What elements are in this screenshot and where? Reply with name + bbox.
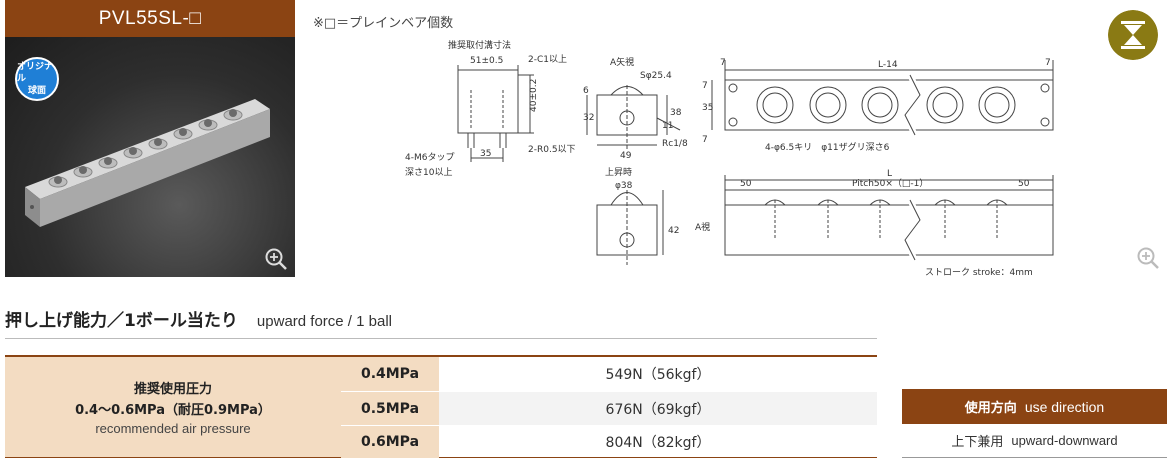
direction-value-ja: 上下兼用 [951, 435, 1004, 450]
label-dim32: 32 [583, 113, 594, 123]
label-dim11: 11 [662, 121, 673, 131]
label-view-a: A矢視 [610, 56, 634, 68]
pressure-value: 0.5MPa [341, 392, 439, 425]
label-mount-title: 推奨取付溝寸法 [448, 39, 511, 51]
label-pitch35: 35 [480, 149, 491, 159]
product-title: PVL55SL-□ [5, 0, 295, 37]
force-heading: 押し上げ能力／1ボール当たり upward force / 1 ball [5, 306, 877, 339]
label-dim38: 38 [670, 108, 682, 118]
dimension-drawing[interactable]: 推奨取付溝寸法 51±0.5 2-C1以上 40±0.2 4-M6タップ 深さ1… [400, 30, 1140, 285]
label-pitch: Pitch50×（□-1） [852, 178, 928, 189]
use-direction-value: 上下兼用 upward-downward [902, 424, 1167, 458]
force-value: 549N（56kgf） [605, 367, 711, 383]
label-dim6: 6 [583, 86, 589, 96]
note-text: ※□＝プレインベア個数 [313, 16, 454, 31]
zoom-in-icon[interactable] [1135, 245, 1161, 271]
label-rc: Rc1/8 [662, 139, 688, 149]
label-dim49: 49 [620, 151, 632, 161]
label-mount-width: 51±0.5 [470, 56, 503, 66]
label-tap-depth: 深さ10以上 [405, 167, 452, 178]
label-dim42: 42 [668, 226, 679, 236]
label-dim35: 35 [702, 103, 713, 113]
pressure-value: 0.4MPa [341, 357, 439, 391]
label-dim7b: 7 [1045, 58, 1051, 68]
direction-value-en: upward-downward [1011, 433, 1118, 448]
label-radius: 2-R0.5以下 [528, 145, 576, 155]
label-stroke: ストローク stroke：4mm [925, 267, 1033, 278]
badge-line2: 球面 [27, 86, 46, 96]
force-heading-en: upward force / 1 ball [256, 313, 392, 330]
label-l14: L-14 [878, 60, 898, 70]
product-image [25, 99, 270, 227]
use-direction-en: use direction [1024, 398, 1105, 415]
force-table: 推奨使用圧力 0.4〜0.6MPa（耐圧0.9MPa） recommended … [5, 355, 877, 458]
use-direction-ja: 使用方向 [964, 401, 1017, 416]
up-down-usage-icon [1108, 10, 1158, 60]
label-depth: 40±0.2 [529, 79, 539, 112]
product-photo[interactable]: オリジナル 球面 [5, 37, 295, 277]
force-heading-ja: 押し上げ能力／1ボール当たり [5, 311, 238, 331]
table-row: 0.4MPa 549N（56kgf） [341, 357, 877, 391]
label-l: L [887, 169, 892, 179]
pressure-range: 0.4〜0.6MPa（耐圧0.9MPa） [75, 403, 271, 418]
rail-illustration [25, 99, 270, 227]
pressure-label-ja: 推奨使用圧力 [133, 382, 212, 397]
label-tap: 4-M6タップ [405, 152, 454, 163]
label-chamfer: 2-C1以上 [528, 54, 567, 65]
table-row: 0.5MPa 676N（69kgf） [341, 391, 877, 425]
force-value: 804N（82kgf） [605, 435, 711, 451]
label-s-dia: Sφ25.4 [640, 71, 672, 81]
label-dia38: φ38 [615, 181, 633, 191]
force-value: 676N（69kgf） [439, 392, 877, 425]
zoom-in-icon[interactable] [263, 246, 289, 272]
pressure-value: 0.6MPa [341, 426, 439, 458]
label-dim7a: 7 [720, 58, 726, 68]
label-a-view: A視 [695, 221, 710, 233]
badge-line1: オリジナル [17, 62, 54, 84]
pressure-label-cell: 推奨使用圧力 0.4〜0.6MPa（耐圧0.9MPa） recommended … [5, 357, 341, 457]
use-direction-header: 使用方向 use direction [902, 389, 1167, 424]
table-row: 0.6MPa 804N（82kgf） [341, 425, 877, 458]
pressure-label-en: recommended air pressure [95, 421, 251, 436]
label-dim7d: 7 [702, 135, 708, 145]
label-raise: 上昇時 [605, 167, 632, 178]
original-spherical-badge: オリジナル 球面 [15, 57, 59, 101]
label-dim7c: 7 [702, 81, 708, 91]
label-dim50a: 50 [740, 179, 752, 189]
label-holes: 4-φ6.5キリ φ11ザグリ深さ6 [765, 141, 890, 153]
label-dim50b: 50 [1018, 179, 1030, 189]
